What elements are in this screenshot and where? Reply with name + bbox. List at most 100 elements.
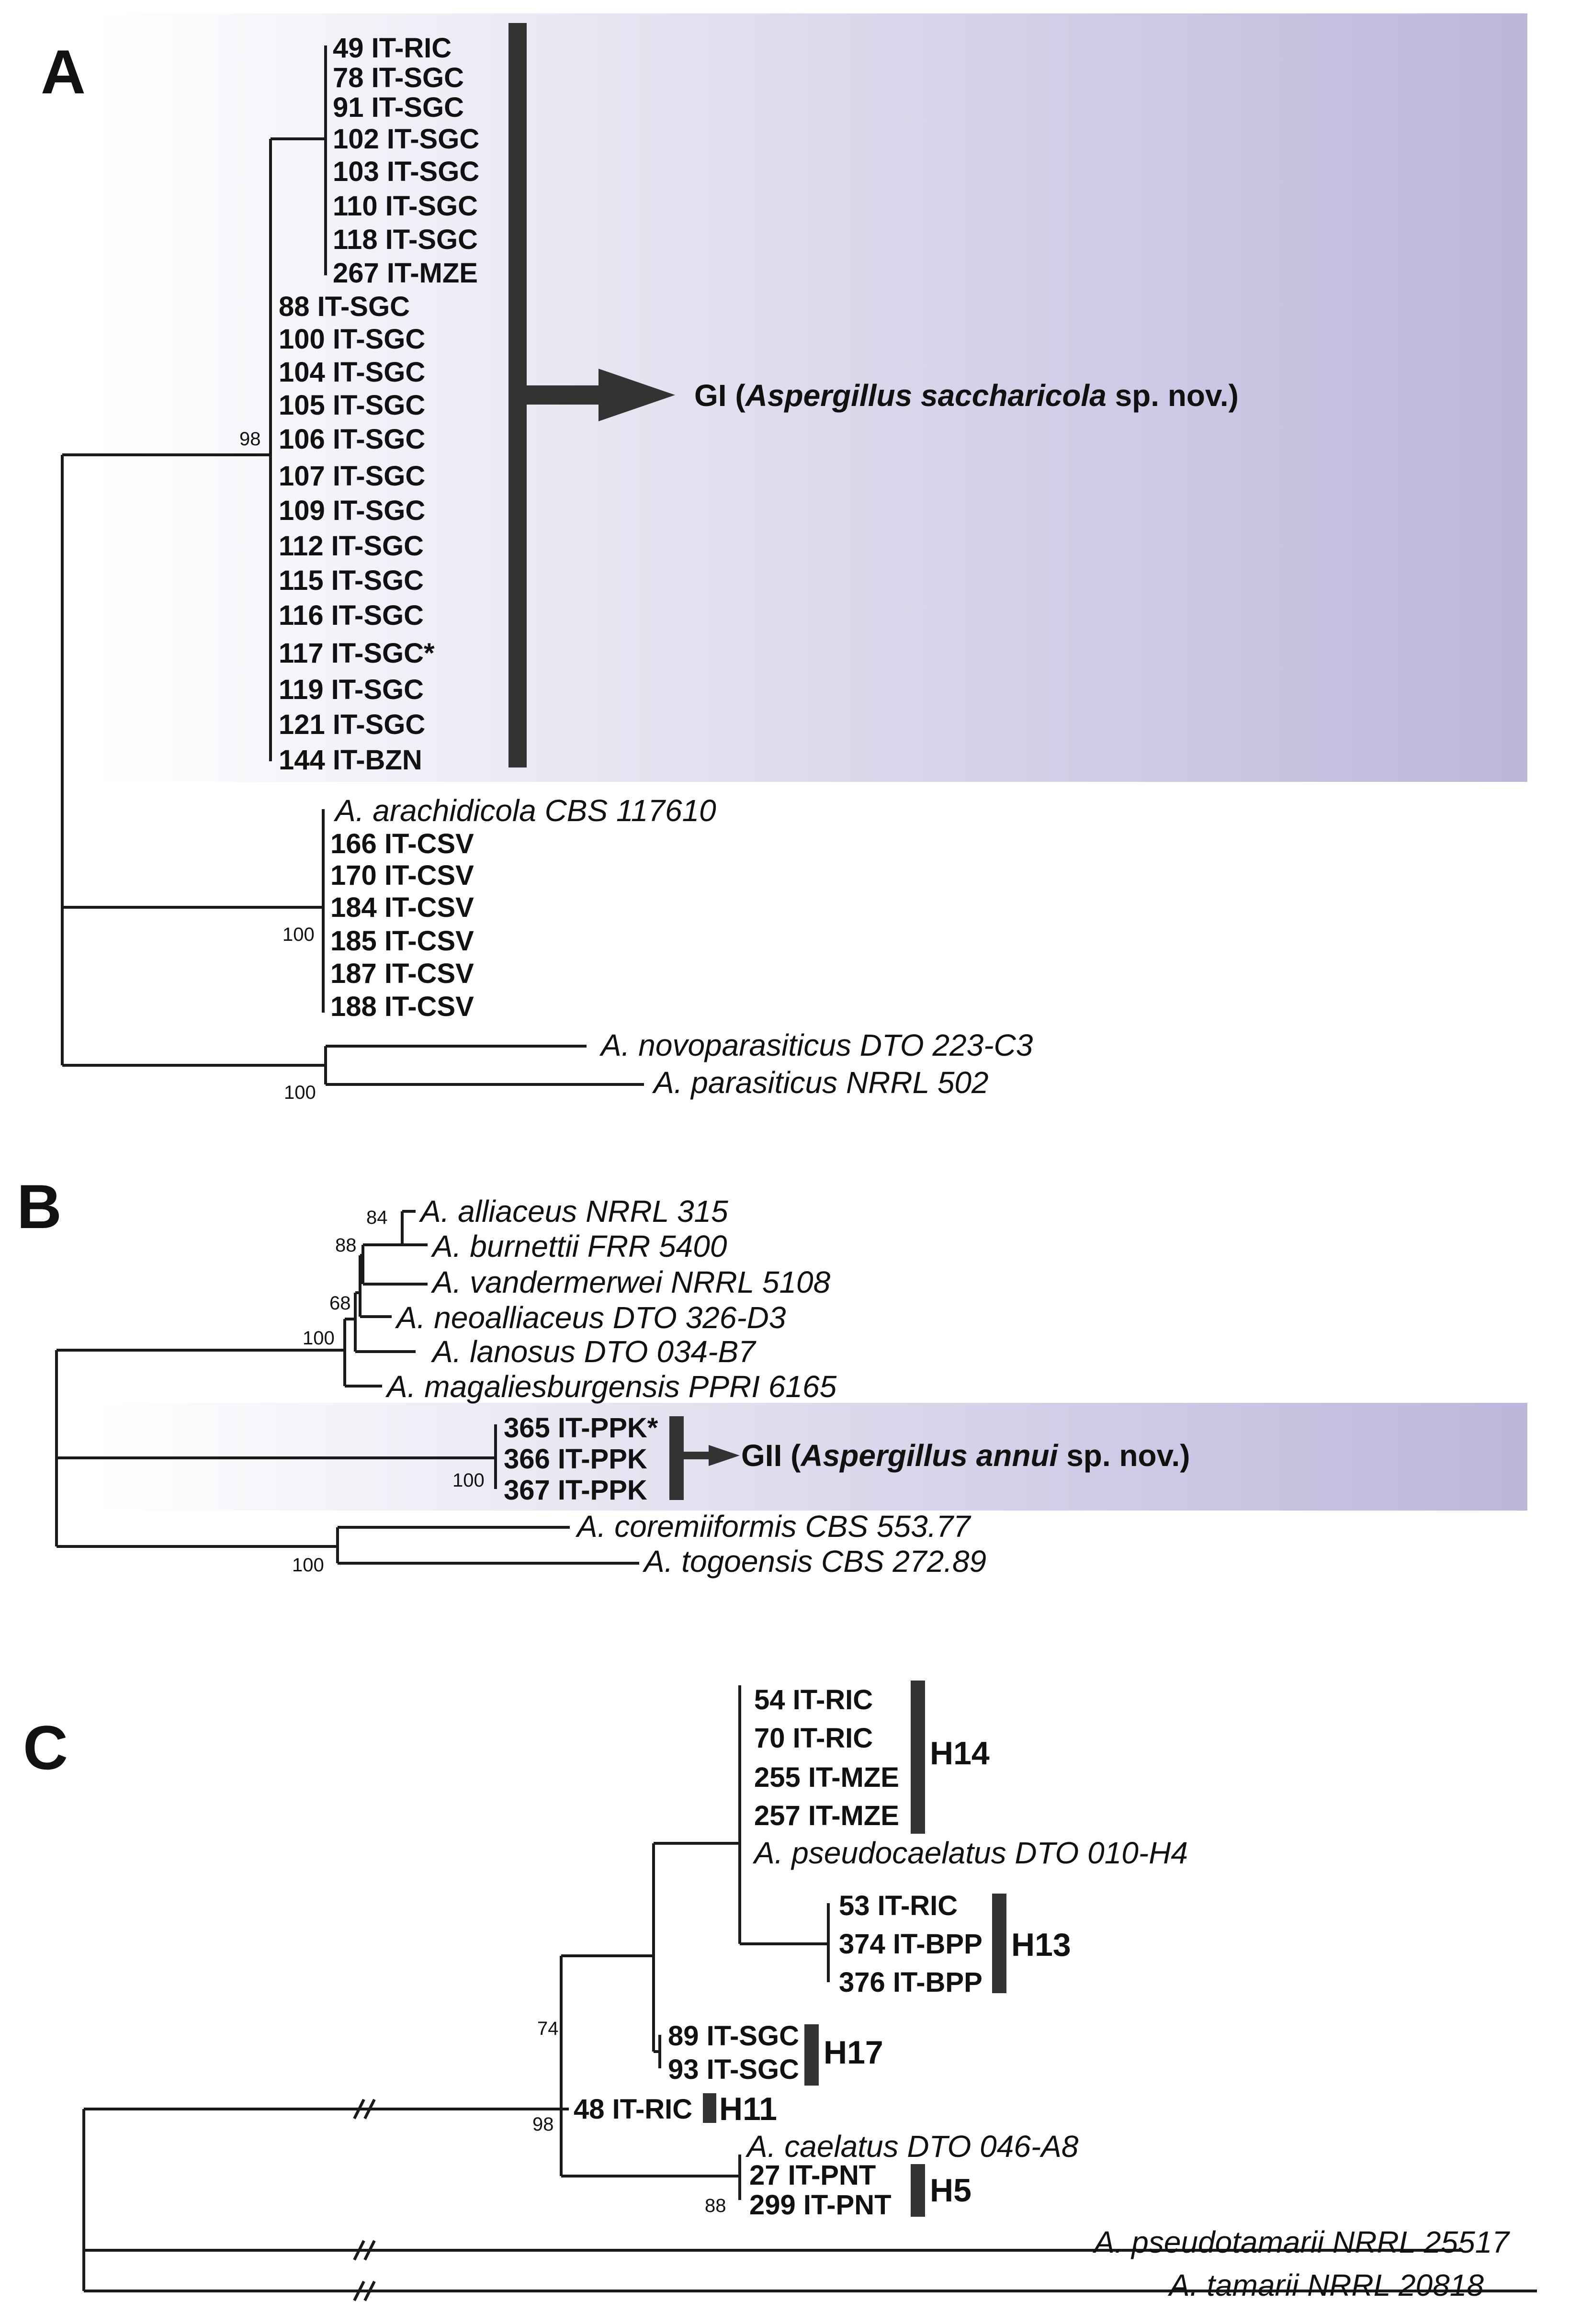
h17-bar — [804, 2024, 819, 2086]
strain-label: 117 IT-SGC* — [279, 638, 435, 669]
support-value: 68 — [329, 1293, 351, 1314]
strain-label: 365 IT-PPK* — [504, 1412, 658, 1444]
strain-label: 91 IT-SGC — [333, 92, 464, 123]
strain-label: 166 IT-CSV — [330, 828, 474, 859]
strain-label: 170 IT-CSV — [330, 860, 474, 891]
strain-label: 367 IT-PPK — [504, 1475, 647, 1506]
strain-label: 89 IT-SGC — [668, 2020, 799, 2052]
species-label: A. arachidicola CBS 117610 — [333, 793, 716, 828]
strain-label: 107 IT-SGC — [279, 461, 425, 492]
species-label: A. neoalliaceus DTO 326-D3 — [395, 1300, 786, 1335]
strain-label: 116 IT-SGC — [279, 600, 424, 631]
strain-label: 267 IT-MZE — [333, 258, 478, 289]
support-value: 84 — [366, 1207, 388, 1228]
support-value: 100 — [284, 1082, 316, 1103]
h5-label: H5 — [930, 2172, 971, 2209]
strain-label: 257 IT-MZE — [754, 1800, 899, 1831]
strain-label: 119 IT-SGC — [279, 674, 424, 705]
species-label: A. togoensis CBS 272.89 — [642, 1544, 986, 1579]
strain-label: 299 IT-PNT — [749, 2189, 892, 2221]
strain-label: 93 IT-SGC — [668, 2054, 799, 2085]
csv-strains: 166 IT-CSV 170 IT-CSV 184 IT-CSV 185 IT-… — [330, 828, 474, 1022]
strain-label: 185 IT-CSV — [330, 925, 474, 957]
strain-label: 184 IT-CSV — [330, 892, 474, 923]
h17-label: H17 — [824, 2034, 883, 2071]
strain-label: 106 IT-SGC — [279, 424, 425, 455]
species-label: A. magaliesburgensis PPRI 6165 — [385, 1369, 837, 1404]
h5-bar — [911, 2164, 925, 2217]
gii-arrow-head — [709, 1445, 740, 1466]
strain-label: 112 IT-SGC — [279, 530, 424, 562]
strain-label: 376 IT-BPP — [839, 1967, 982, 1998]
support-value: 100 — [303, 1328, 335, 1349]
panel-b-branches — [55, 1210, 639, 1565]
strain-label: 188 IT-CSV — [330, 991, 474, 1022]
strain-label: 100 IT-SGC — [279, 324, 425, 355]
strain-label: 78 IT-SGC — [333, 62, 464, 93]
gi-group-bar — [508, 23, 527, 767]
h14-strains: 54 IT-RIC 70 IT-RIC 255 IT-MZE 257 IT-MZ… — [754, 1684, 899, 1831]
strain-label: 48 IT-RIC — [574, 2094, 692, 2125]
strain-label: 102 IT-SGC — [333, 124, 479, 155]
panel-a-branches — [61, 45, 644, 1086]
gii-group-bar — [669, 1416, 684, 1500]
support-value: 74 — [537, 2018, 559, 2039]
species-label: A. pseudocaelatus DTO 010-H4 — [752, 1836, 1188, 1870]
species-label: A. lanosus DTO 034-B7 — [430, 1334, 757, 1369]
species-label: A. caelatus DTO 046-A8 — [745, 2129, 1079, 2164]
h14-label: H14 — [930, 1735, 990, 1771]
species-label: A. pseudotamarii NRRL 25517 — [1092, 2225, 1510, 2259]
gi-clade-highlight — [93, 13, 1527, 782]
strain-label: 374 IT-BPP — [839, 1929, 982, 1960]
strain-label: 104 IT-SGC — [279, 357, 425, 388]
support-value: 100 — [282, 924, 315, 945]
strain-label: 53 IT-RIC — [839, 1890, 958, 1921]
gii-strains: 365 IT-PPK* 366 IT-PPK 367 IT-PPK — [504, 1412, 658, 1506]
panel-c-label: C — [23, 1713, 68, 1782]
support-value: 100 — [292, 1555, 324, 1576]
support-value: 98 — [239, 429, 261, 450]
h13-bar — [992, 1894, 1006, 1993]
strain-label: 105 IT-SGC — [279, 390, 425, 421]
axis-break-marks — [353, 2098, 376, 2301]
panel-c-branches — [82, 1685, 1537, 2292]
h11-bar — [703, 2093, 716, 2123]
support-value: 100 — [452, 1470, 485, 1491]
h13-label: H13 — [1011, 1927, 1071, 1963]
strain-label: 187 IT-CSV — [330, 958, 474, 989]
panel-a: A 49 IT-RIC 78 IT-SGC 91 IT-SGC 102 IT-S… — [41, 13, 1527, 1103]
gi-main-strains: 88 IT-SGC 100 IT-SGC 104 IT-SGC 105 IT-S… — [279, 291, 435, 776]
support-value: 88 — [705, 2195, 726, 2216]
strain-label: 255 IT-MZE — [754, 1762, 899, 1793]
h11-label: H11 — [719, 2091, 777, 2127]
strain-label: 121 IT-SGC — [279, 709, 425, 740]
strain-label: 109 IT-SGC — [279, 495, 425, 526]
h13-strains: 53 IT-RIC 374 IT-BPP 376 IT-BPP — [839, 1890, 982, 1998]
species-label: A. tamarii NRRL 20818 — [1167, 2268, 1484, 2302]
species-label: A. burnettii FRR 5400 — [430, 1229, 727, 1264]
gii-arrow-shaft — [684, 1452, 710, 1459]
panel-b: B A. alliaceus NRRL 315 — [17, 1172, 1527, 1579]
panel-c: C — [23, 1681, 1537, 2302]
panel-b-label: B — [17, 1172, 62, 1241]
strain-label: 88 IT-SGC — [279, 291, 410, 322]
gi-arrow-shaft — [527, 385, 599, 405]
strain-label: 27 IT-PNT — [749, 2160, 876, 2191]
strain-label: 70 IT-RIC — [754, 1723, 873, 1754]
strain-label: 110 IT-SGC — [333, 191, 478, 222]
species-label: A. coremiiformis CBS 553.77 — [575, 1509, 971, 1544]
support-value: 88 — [335, 1235, 357, 1256]
strain-label: 54 IT-RIC — [754, 1684, 873, 1715]
strain-label: 366 IT-PPK — [504, 1444, 647, 1475]
strain-label: 115 IT-SGC — [279, 565, 424, 596]
gi-arrow-head — [599, 369, 675, 421]
species-label: A. alliaceus NRRL 315 — [418, 1194, 728, 1229]
species-label: A. novoparasiticus DTO 223-C3 — [599, 1028, 1033, 1062]
h14-bar — [911, 1681, 925, 1834]
support-value: 98 — [532, 2114, 554, 2135]
strain-label: 144 IT-BZN — [279, 745, 422, 776]
species-label: A. parasiticus NRRL 502 — [652, 1065, 989, 1100]
strain-label: 49 IT-RIC — [333, 33, 452, 64]
strain-label: 103 IT-SGC — [333, 156, 479, 187]
